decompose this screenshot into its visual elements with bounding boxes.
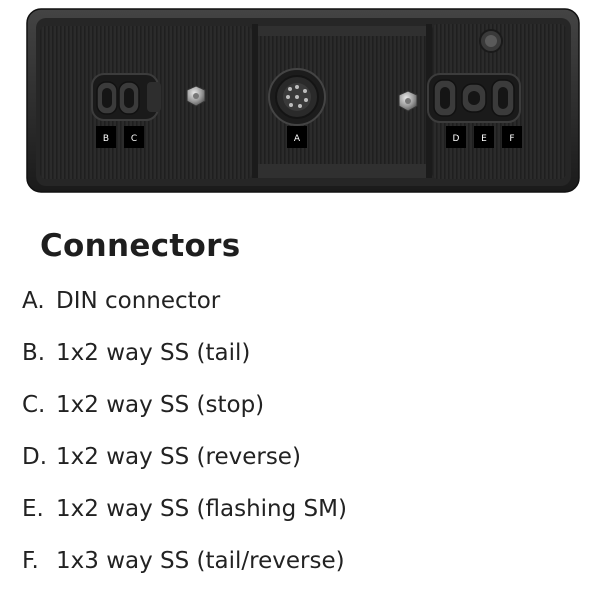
list-letter: D. [22,444,48,470]
bolt-left [186,85,206,107]
list-text: 1x2 way SS (flashing SM) [56,496,347,522]
connector-panel-image: B C A D E F [0,0,611,200]
list-letter: A. [22,288,45,314]
list-item-c: C. 1x2 way SS (stop) [22,390,347,442]
list-text: 1x2 way SS (tail) [56,340,251,366]
label-c: C [131,134,137,144]
list-text: 1x2 way SS (stop) [56,392,265,418]
label-d: D [453,134,460,144]
list-letter: E. [22,496,44,522]
list-letter: C. [22,392,46,418]
connectors-heading: Connectors [40,228,241,264]
connector-a-din [268,68,326,126]
label-a: A [294,134,301,144]
list-item-a: A. DIN connector [22,286,347,338]
list-item-d: D. 1x2 way SS (reverse) [22,442,347,494]
list-text: DIN connector [56,288,221,314]
list-text: 1x3 way SS (tail/reverse) [56,548,345,574]
connector-list: A. DIN connector B. 1x2 way SS (tail) C.… [22,286,347,598]
bolt-right [398,90,418,112]
label-e: E [481,134,487,144]
list-letter: F. [22,548,39,574]
label-b: B [103,134,109,144]
list-letter: B. [22,340,46,366]
connector-bc [91,73,161,121]
list-item-e: E. 1x2 way SS (flashing SM) [22,494,347,546]
connector-def [427,73,521,123]
label-f: F [509,134,514,144]
list-item-f: F. 1x3 way SS (tail/reverse) [22,546,347,598]
list-text: 1x2 way SS (reverse) [56,444,301,470]
list-item-b: B. 1x2 way SS (tail) [22,338,347,390]
